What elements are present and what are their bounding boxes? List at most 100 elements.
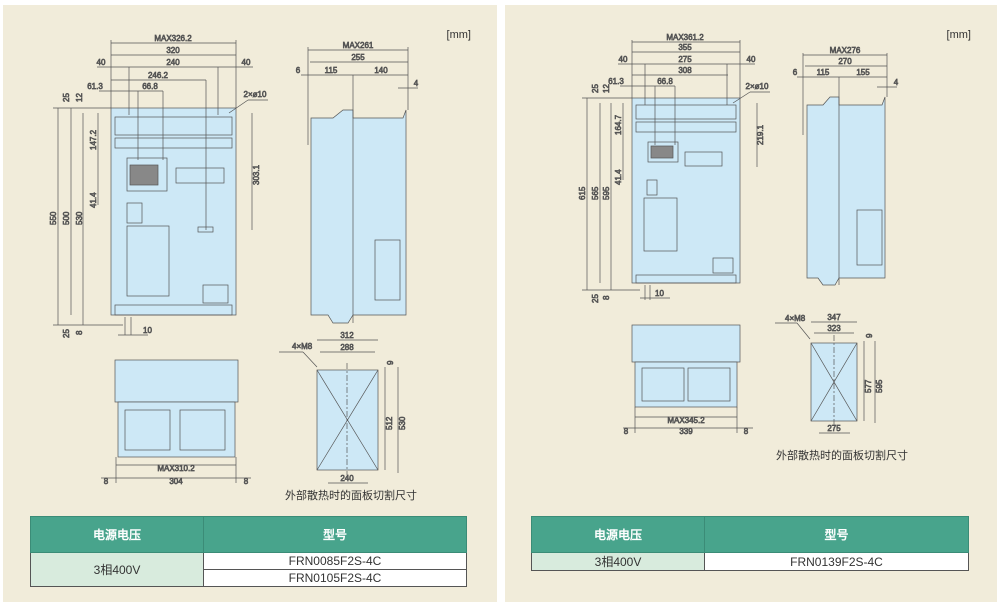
dim-v-530: 530 [75, 211, 84, 225]
dim-140: 140 [374, 66, 388, 75]
dim-v-12: 12 [75, 93, 84, 102]
dim-v-615: 615 [578, 186, 587, 200]
lift-hole [197, 226, 214, 233]
dim-hole-dia: 2×ø10 [746, 82, 769, 91]
vent-top [114, 116, 233, 136]
dim-10: 10 [655, 289, 664, 298]
dim-4: 4 [894, 78, 899, 87]
dim-bolt: 4×M8 [292, 342, 313, 351]
dim-61: 61.3 [87, 82, 103, 91]
dim-hole-pitch: 240 [166, 58, 180, 67]
dim-v-8: 8 [75, 330, 84, 335]
voltage-cell: 3相400V [30, 552, 204, 587]
dim-61: 61.3 [608, 77, 624, 86]
cutout-caption: 外部散热时的面板切割尺寸 [285, 490, 417, 502]
dim-width: 355 [678, 43, 692, 52]
dim-312: 312 [340, 331, 354, 340]
nameplate [684, 151, 723, 167]
cover-panel [643, 197, 678, 252]
dim-115: 115 [325, 66, 338, 75]
label-plate [712, 257, 734, 274]
dim-246: 246.2 [148, 71, 169, 80]
voltage-cell: 3相400V [531, 552, 705, 571]
dim-v-595: 595 [602, 186, 611, 200]
dim-v-25-bottom: 25 [62, 329, 71, 338]
dimension-drawing-right: MAX361.2 355 275 308 66.8 40 61.3 40 2×ø… [578, 33, 899, 437]
dim-40-right: 40 [242, 58, 251, 67]
dim-8-right: 8 [744, 427, 749, 436]
keypad-display [650, 145, 674, 159]
model-table: 电源电压 型号 3相400V FRN0085F2S-4C FRN0105F2S-… [30, 516, 467, 587]
front-view [110, 107, 237, 316]
vent-row [114, 137, 233, 149]
dim-depth: 255 [351, 53, 365, 62]
dim-v-12: 12 [602, 84, 611, 93]
dim-9: 9 [865, 333, 874, 338]
model-table: 电源电压 型号 3相400V FRN0139F2S-4C [531, 516, 969, 571]
dim-66: 66.8 [142, 82, 158, 91]
dim-288: 288 [340, 343, 354, 352]
dim-339: 339 [679, 427, 693, 436]
dim-10: 10 [143, 326, 152, 335]
header-voltage: 电源电压 [30, 516, 204, 553]
front-dims [582, 40, 770, 300]
dim-max-depth: MAX276 [830, 46, 861, 55]
device-front-body [110, 107, 237, 316]
connector [646, 179, 658, 196]
dim-v-25: 25 [62, 93, 71, 102]
side-view [301, 47, 418, 324]
dim-hole-dia: 2×ø10 [244, 90, 267, 99]
dim-8-left: 8 [104, 477, 109, 486]
dim-v-219: 219.1 [756, 124, 765, 145]
model-cell: FRN0105F2S-4C [203, 569, 467, 587]
dim-304: 304 [169, 477, 183, 486]
bottom-flange [635, 274, 737, 284]
bottom-view [623, 324, 753, 433]
header-model: 型号 [203, 516, 467, 553]
dim-hole-pitch: 275 [678, 55, 692, 64]
dim-v-500: 500 [62, 211, 71, 225]
bottom-flange [114, 304, 233, 316]
connector [126, 202, 143, 224]
model-cell: FRN0085F2S-4C [203, 552, 467, 570]
dim-275: 275 [827, 424, 841, 433]
header-model: 型号 [704, 516, 969, 553]
dim-bolt: 4×M8 [785, 314, 806, 323]
vent-row [635, 121, 737, 133]
dim-6: 6 [296, 66, 301, 75]
dim-max-bottom: MAX345.2 [667, 416, 705, 425]
dimension-drawing-left: MAX326.2 320 240 246.2 66.8 40 61.3 40 2… [49, 34, 419, 487]
dim-v-41: 41.4 [614, 169, 623, 185]
drawing-panel-right: [mm] MAX361 [505, 5, 997, 602]
dim-max-bottom: MAX310.2 [157, 464, 195, 473]
dim-max-depth: MAX261 [343, 41, 374, 50]
dim-115: 115 [817, 68, 830, 77]
dim-8-right: 8 [244, 477, 249, 486]
dim-530: 530 [398, 416, 407, 430]
dim-4: 4 [414, 79, 419, 88]
unit-label: [mm] [946, 29, 971, 41]
dim-595: 595 [875, 379, 884, 393]
keypad [647, 141, 679, 163]
dim-40-left: 40 [97, 58, 106, 67]
drawing-panel-left: [mm] [3, 5, 497, 602]
dim-v-303: 303.1 [252, 164, 261, 185]
header-voltage: 电源电压 [531, 516, 705, 553]
cover-panel [126, 225, 170, 297]
front-dims [53, 40, 268, 336]
dim-40-left: 40 [619, 55, 628, 64]
dim-347: 347 [827, 313, 841, 322]
dim-40-right: 40 [747, 55, 756, 64]
dim-9: 9 [386, 360, 395, 365]
unit-label: [mm] [446, 29, 471, 41]
front-view [631, 97, 741, 284]
bottom-view [101, 359, 251, 483]
dim-6: 6 [793, 68, 798, 77]
label-plate [202, 284, 229, 304]
nameplate [175, 167, 225, 184]
panel-cutout [775, 321, 876, 434]
panel-cutout [279, 339, 399, 484]
dim-577: 577 [864, 379, 873, 393]
dim-width: 320 [166, 46, 180, 55]
dim-308: 308 [678, 66, 692, 75]
